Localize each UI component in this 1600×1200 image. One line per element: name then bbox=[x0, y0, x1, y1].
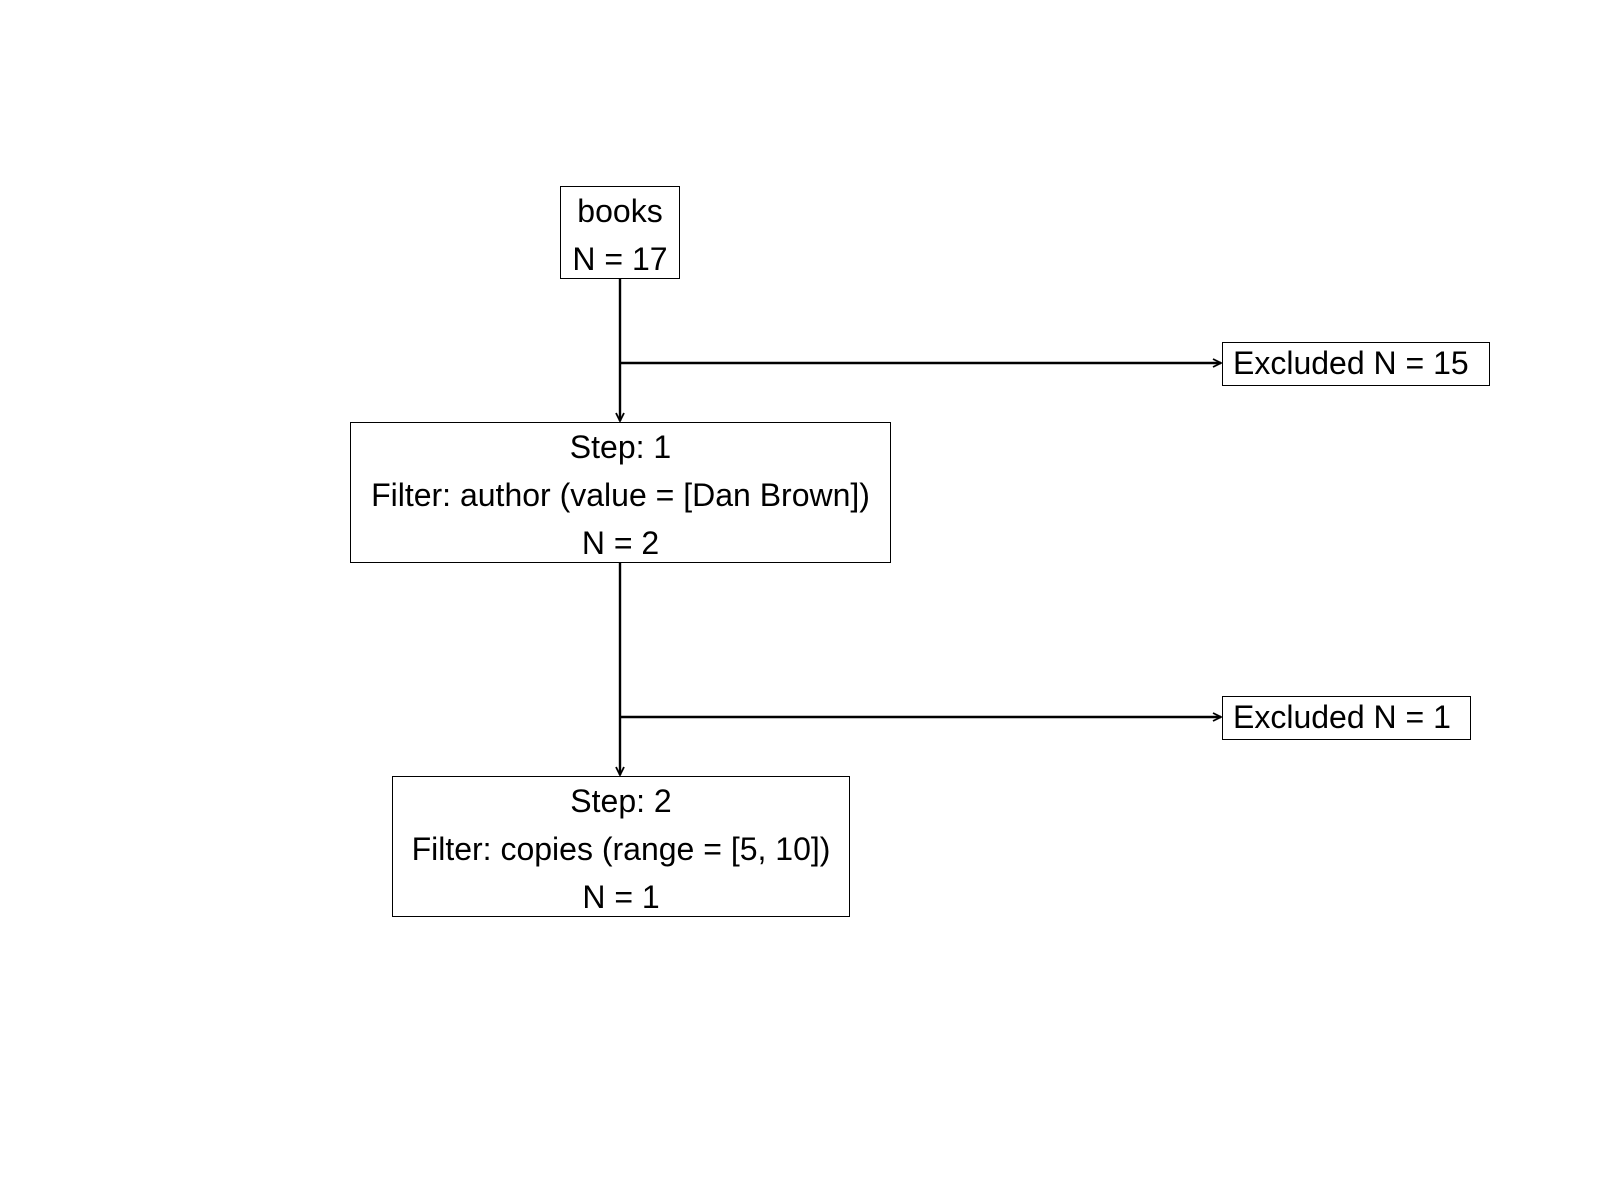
source-node: books N = 17 bbox=[560, 186, 680, 279]
step-count-2: N = 1 bbox=[582, 879, 660, 915]
step-count-1: N = 2 bbox=[581, 525, 660, 561]
excluded-box-step1: Excluded N = 15 bbox=[1222, 342, 1490, 386]
excluded-box-step2: Excluded N = 1 bbox=[1222, 696, 1471, 740]
step-label-2: Step: 2 bbox=[570, 783, 672, 819]
step-node-2: Step: 2 Filter: copies (range = [5, 10])… bbox=[392, 776, 850, 917]
excluded-label-step1: Excluded N = 15 bbox=[1233, 345, 1469, 381]
step-filter-2: Filter: copies (range = [5, 10]) bbox=[411, 831, 831, 867]
step-filter-1: Filter: author (value = [Dan Brown]) bbox=[371, 477, 870, 513]
excluded-label-step2: Excluded N = 1 bbox=[1233, 699, 1451, 735]
source-count: N = 17 bbox=[572, 241, 668, 277]
step-label-1: Step: 1 bbox=[569, 429, 672, 465]
step-node-1: Step: 1 Filter: author (value = [Dan Bro… bbox=[350, 422, 891, 563]
source-name: books bbox=[577, 193, 663, 229]
